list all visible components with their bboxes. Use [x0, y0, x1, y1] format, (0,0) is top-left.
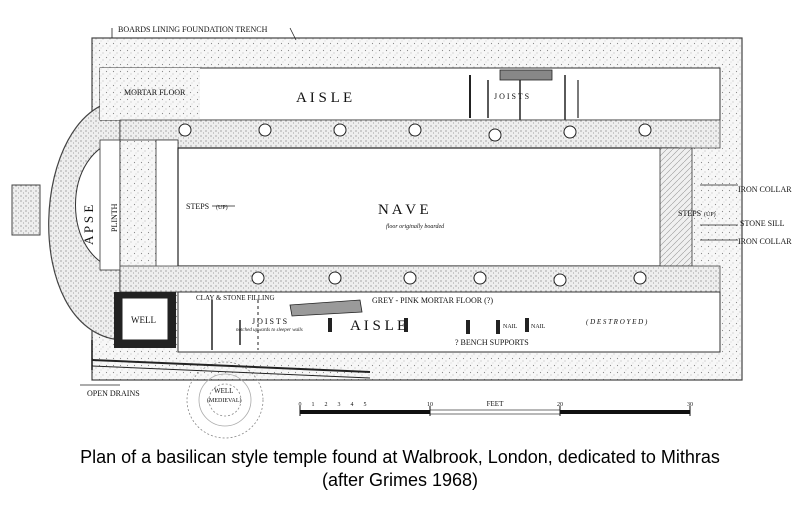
label-medieval-well: WELL — [214, 387, 233, 395]
label-nave: N A V E — [378, 202, 429, 218]
figure-caption: Plan of a basilican style temple found a… — [0, 446, 800, 492]
label-steps-east-note: (UP) — [704, 211, 716, 218]
scale-tick-0: 0 — [299, 402, 302, 408]
label-nail-1: NAIL — [503, 324, 518, 330]
label-aisle-north: A I S L E — [296, 90, 352, 106]
label-apse: A P S E — [81, 205, 96, 245]
label-boards-trench: BOARDS LINING FOUNDATION TRENCH — [118, 25, 268, 34]
label-steps-east: STEPS — [678, 209, 701, 218]
label-iron-collar-top: IRON COLLAR — [738, 185, 792, 194]
scale-tick-4: 4 — [351, 402, 354, 408]
scale-tick-2: 2 — [325, 402, 328, 408]
label-bench-supports: ? BENCH SUPPORTS — [455, 338, 529, 347]
label-joists-north: J O I S T S — [494, 92, 529, 101]
scale-unit: FEET — [487, 400, 504, 408]
nave — [177, 147, 693, 267]
label-plinth: PLINTH — [110, 203, 119, 232]
north-aisle — [99, 67, 721, 121]
label-well: WELL — [131, 315, 156, 325]
steps-east — [659, 147, 693, 267]
scale-bar — [299, 406, 691, 416]
leader-lines — [80, 27, 738, 386]
south-sleeper-wall — [119, 265, 721, 293]
scale-tick-3: 3 — [338, 402, 341, 408]
steps-west — [155, 139, 179, 271]
well — [114, 292, 176, 348]
temple-plan: BOARDS LINING FOUNDATION TRENCH MORTAR F… — [11, 25, 792, 439]
label-nave-note: floor originally boarded — [386, 223, 445, 230]
label-aisle-south: A I S L E — [350, 318, 406, 334]
scale-tick-20: 20 — [557, 402, 563, 408]
drains — [91, 340, 371, 379]
label-mortar-floor: MORTAR FLOOR — [124, 88, 186, 97]
scale-tick-30: 30 — [687, 402, 693, 408]
label-nail-2: NAIL — [531, 324, 546, 330]
south-aisle — [177, 291, 721, 353]
north-sleeper-wall — [119, 119, 721, 149]
label-destroyed: ( D E S T R O Y E D ) — [586, 318, 648, 326]
scale-tick-1: 1 — [312, 402, 315, 408]
caption-line-1: Plan of a basilican style temple found a… — [80, 447, 720, 467]
medieval-well — [186, 361, 264, 439]
label-clay-stone-filling: CLAY & STONE FILLING — [196, 294, 275, 302]
label-open-drains: OPEN DRAINS — [87, 389, 140, 398]
label-joists-note: notched upwards to sleeper walls — [236, 328, 303, 333]
label-steps-west: STEPS — [186, 202, 209, 211]
scale-tick-5: 5 — [364, 402, 367, 408]
label-joists-south: J O I S T S — [252, 317, 287, 326]
label-steps-west-note: (UP) — [216, 204, 228, 211]
scale-tick-10: 10 — [427, 402, 433, 408]
label-grey-pink-mortar-floor: GREY - PINK MORTAR FLOOR (?) — [372, 296, 493, 305]
label-medieval-well-note: (MEDIEVAL) — [207, 397, 242, 404]
apse — [75, 139, 123, 271]
caption-line-2: (after Grimes 1968) — [321, 470, 479, 490]
label-iron-collar-bottom: IRON COLLAR — [738, 237, 792, 246]
label-stone-sill: STONE SILL — [740, 219, 785, 228]
